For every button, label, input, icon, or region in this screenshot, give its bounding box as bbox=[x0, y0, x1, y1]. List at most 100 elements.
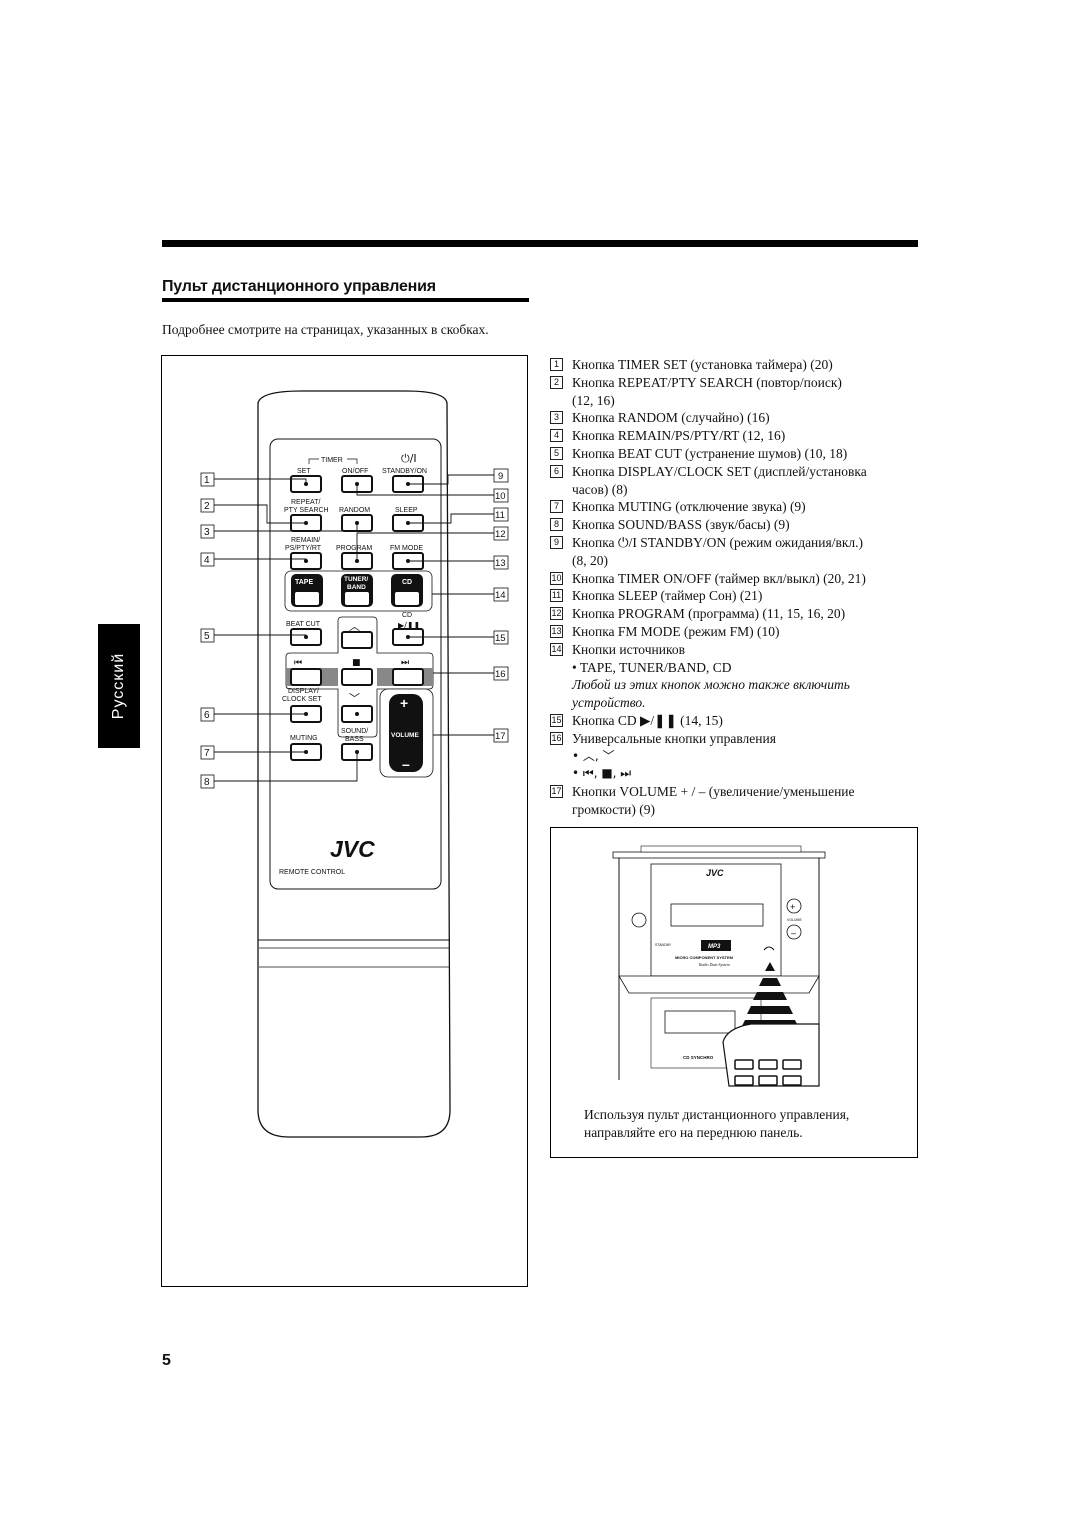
button-cd[interactable]: CD bbox=[391, 574, 423, 607]
button-prev[interactable] bbox=[290, 668, 322, 686]
pty-search-label: PTY SEARCH bbox=[284, 507, 329, 514]
svg-text:Radio Data System: Radio Data System bbox=[698, 962, 730, 967]
display-label: DISPLAY/ bbox=[288, 688, 319, 695]
svg-text:CD: CD bbox=[402, 579, 412, 586]
up-icon: ︿ bbox=[349, 620, 360, 633]
random-label: RANDOM bbox=[339, 507, 370, 514]
list-item-continuation: часов) (8) bbox=[572, 481, 628, 497]
leader-lines-right bbox=[356, 474, 494, 736]
prev-icon: ⏮ bbox=[294, 658, 302, 668]
svg-text:VOLUME: VOLUME bbox=[391, 732, 419, 739]
svg-text:2: 2 bbox=[204, 501, 210, 512]
svg-text:14: 14 bbox=[495, 590, 506, 601]
page-number: 5 bbox=[162, 1352, 171, 1369]
set-label: SET bbox=[297, 468, 311, 475]
sleep-label: SLEEP bbox=[395, 507, 418, 514]
timer-label: TIMER bbox=[321, 457, 343, 464]
svg-text:CD SYNCHRO: CD SYNCHRO bbox=[683, 1055, 714, 1060]
jvc-logo: JVC bbox=[330, 836, 375, 862]
svg-text:TAPE: TAPE bbox=[295, 579, 313, 586]
page-subtitle: Подробнее смотрите на страницах, указанн… bbox=[162, 322, 489, 337]
remain-label: REMAIN/ bbox=[291, 537, 320, 544]
svg-text:STANDBY: STANDBY bbox=[655, 943, 672, 947]
svg-text:17: 17 bbox=[495, 731, 506, 742]
svg-text:16: 16 bbox=[495, 669, 506, 680]
volume-rocker[interactable]: + VOLUME – bbox=[389, 694, 423, 772]
list-item-continuation: (8, 20) bbox=[572, 552, 608, 568]
play-pause-glyph: ▶/❚❚ bbox=[398, 621, 420, 630]
minus-icon: – bbox=[791, 928, 796, 938]
list-item-continuation: (12, 16) bbox=[572, 392, 615, 408]
clock-set-label: CLOCK SET bbox=[282, 696, 322, 703]
svg-text:MICRO COMPONENT SYSTEM: MICRO COMPONENT SYSTEM bbox=[675, 955, 734, 960]
svg-text:–: – bbox=[402, 756, 410, 772]
system-illustration: JVC + – VOLUME STANDBY MP3 MICRO COMPONE… bbox=[612, 845, 826, 1087]
muting-label: MUTING bbox=[290, 735, 318, 742]
svg-text:BAND: BAND bbox=[347, 584, 366, 591]
svg-text:8: 8 bbox=[204, 777, 210, 788]
stop-icon: ■ bbox=[352, 658, 361, 668]
button-next[interactable] bbox=[392, 668, 424, 686]
illustration-caption: Используя пульт дистанционного управлени… bbox=[584, 1107, 850, 1140]
svg-text:9: 9 bbox=[498, 471, 503, 482]
svg-text:12: 12 bbox=[495, 529, 506, 540]
down-icon: ﹀ bbox=[349, 692, 360, 705]
remote-diagram: TIMER ⏻/I SET ON/OFF STANDBY/ON REPEAT/ … bbox=[200, 390, 509, 1138]
ps-pty-rt-label: PS/PTY/RT bbox=[285, 545, 322, 552]
svg-text:MP3: MP3 bbox=[708, 944, 721, 950]
svg-text:7: 7 bbox=[204, 748, 210, 759]
button-tape[interactable]: TAPE bbox=[291, 574, 323, 607]
button-up[interactable] bbox=[341, 631, 373, 649]
remote-control-label: REMOTE CONTROL bbox=[279, 869, 345, 876]
svg-text:15: 15 bbox=[495, 633, 506, 644]
usage-illustration-box bbox=[550, 827, 918, 1158]
svg-text:5: 5 bbox=[204, 631, 210, 642]
fm-mode-label: FM MODE bbox=[390, 545, 423, 552]
beat-cut-label: BEAT CUT bbox=[286, 621, 321, 628]
svg-text:VOLUME: VOLUME bbox=[787, 918, 802, 922]
repeat-label: REPEAT/ bbox=[291, 499, 320, 506]
button-tuner-band[interactable]: TUNER/ BAND bbox=[341, 574, 373, 607]
svg-text:6: 6 bbox=[204, 710, 210, 721]
source-note: Любой из этих кнопок можно также включит… bbox=[572, 677, 850, 693]
cd-small-label: CD bbox=[402, 612, 412, 619]
callouts-right bbox=[493, 468, 509, 743]
svg-text:13: 13 bbox=[495, 558, 506, 569]
power-glyph: ⏻/I bbox=[401, 452, 417, 465]
svg-text:10: 10 bbox=[495, 491, 506, 502]
bass-label: BASS bbox=[345, 736, 364, 743]
standby-label: STANDBY/ON bbox=[382, 468, 427, 475]
sound-label: SOUND/ bbox=[341, 728, 368, 735]
callouts-left bbox=[200, 472, 215, 789]
remote-illustration-box bbox=[161, 355, 528, 1287]
language-tab: Русский bbox=[98, 624, 140, 748]
program-label: PROGRAM bbox=[336, 545, 372, 552]
svg-text:1: 1 bbox=[204, 475, 210, 486]
transport-icons: • ⏮, ■, ⏭ bbox=[572, 766, 632, 781]
next-icon: ⏭ bbox=[401, 658, 409, 668]
system-logo: JVC bbox=[706, 868, 724, 878]
svg-text:11: 11 bbox=[495, 510, 505, 521]
button-stop[interactable] bbox=[341, 668, 373, 686]
source-buttons: • TAPE, TUNER/BAND, CD bbox=[572, 659, 732, 675]
plus-icon: + bbox=[790, 902, 795, 912]
list-item-continuation: громкости) (9) bbox=[572, 801, 656, 817]
